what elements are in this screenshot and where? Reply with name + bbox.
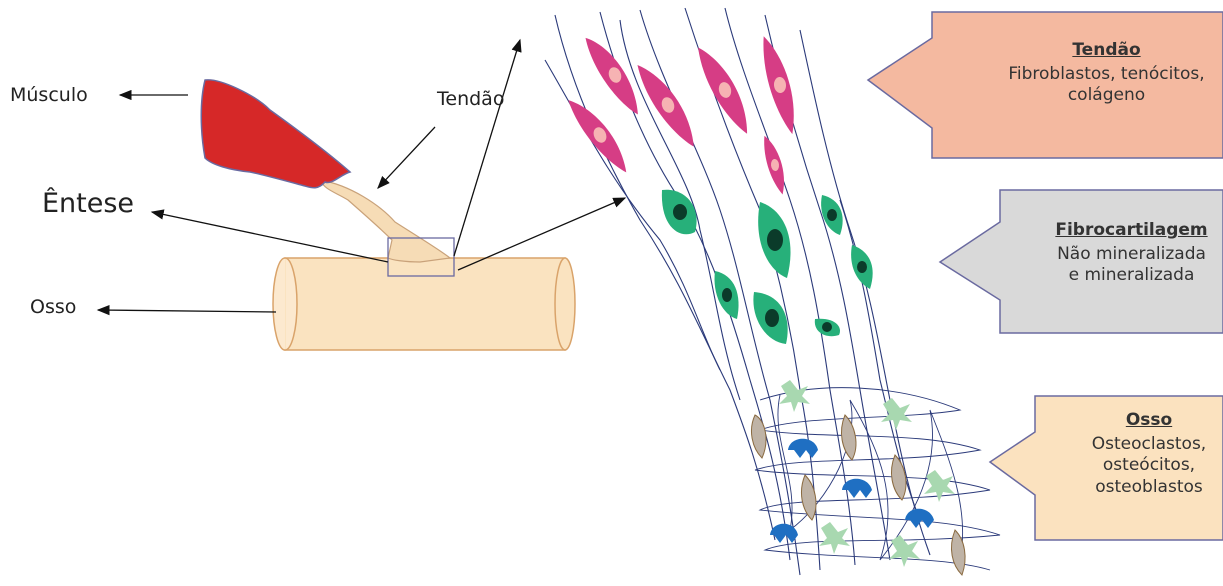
osteocyte-cell	[891, 455, 905, 500]
chondrocyte-cell	[758, 202, 790, 278]
label-osso: Osso	[30, 296, 76, 318]
osteocyte-cell	[801, 475, 815, 520]
chondrocyte-cell	[815, 319, 840, 336]
chondrocyte-cell	[662, 190, 697, 235]
callout-osso-title: Osso	[1075, 410, 1223, 430]
osteocytes	[751, 415, 965, 575]
callout-fibro-line2: e mineralizada	[1040, 265, 1223, 286]
osteoblast-cell	[779, 380, 810, 412]
callout-fibro: Fibrocartilagem Não mineralizada e miner…	[1040, 220, 1223, 287]
callout-osso-line2: osteócitos,	[1075, 455, 1223, 476]
chondrocyte-cell	[851, 245, 873, 289]
tenocyte-cell	[568, 89, 630, 182]
osteoclast-cell	[788, 439, 818, 458]
fibrochondrocytes	[662, 190, 873, 344]
callout-osso-line1: Osteoclastos,	[1075, 434, 1223, 455]
tenocyte-cell	[763, 134, 785, 195]
label-musculo: Músculo	[10, 84, 88, 106]
arrow-entese	[152, 212, 388, 262]
callout-tendao: Tendão Fibroblastos, tenócitos, colágeno	[990, 40, 1223, 107]
chondrocyte-cell	[715, 271, 739, 319]
chondrocyte-cell	[821, 195, 843, 235]
chondrocyte-cell	[753, 292, 787, 344]
osteoblast-cell	[819, 522, 850, 554]
callout-fibro-title: Fibrocartilagem	[1040, 220, 1223, 240]
osteocyte-cell	[751, 415, 765, 458]
arrow-osso	[98, 310, 276, 312]
callout-fibro-line1: Não mineralizada	[1040, 244, 1223, 265]
callout-tendao-title: Tendão	[990, 40, 1223, 60]
tenocyte-cell	[762, 34, 796, 136]
osteoclast-cell	[842, 479, 872, 498]
tenocytes	[568, 29, 796, 196]
callout-tendao-line2: colágeno	[990, 85, 1223, 106]
bone-cylinder	[273, 258, 575, 350]
osteoblast-cell	[881, 398, 912, 430]
callout-tendao-line1: Fibroblastos, tenócitos,	[990, 64, 1223, 85]
osteocyte-cell	[841, 415, 855, 460]
muscle-shape	[201, 80, 350, 188]
label-tendao: Tendão	[437, 88, 504, 110]
tendon-shape	[320, 180, 450, 262]
tenocyte-cell	[585, 29, 642, 123]
arrow-tendao	[378, 127, 435, 188]
label-entese: Êntese	[42, 188, 134, 219]
callout-osso-line3: osteoblastos	[1075, 477, 1223, 498]
osteocyte-cell	[951, 530, 965, 575]
zoom-line-top	[454, 40, 520, 256]
tenocyte-cell	[697, 40, 750, 140]
callout-osso: Osso Osteoclastos, osteócitos, osteoblas…	[1075, 410, 1223, 498]
